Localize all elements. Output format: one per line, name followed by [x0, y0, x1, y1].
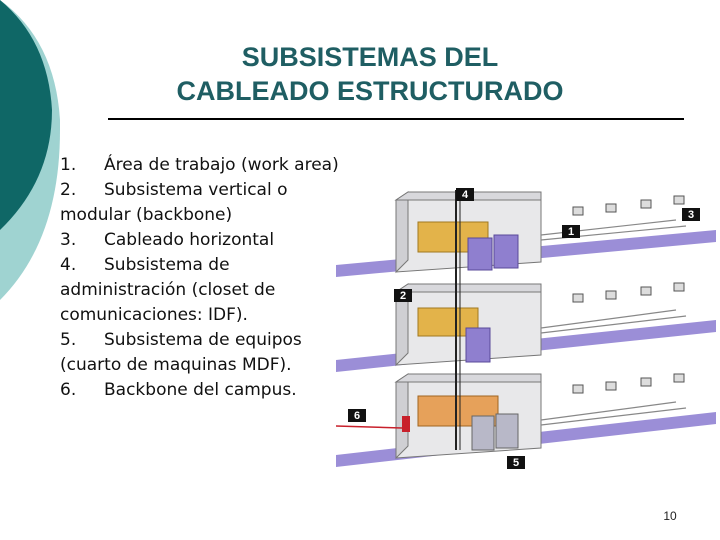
item-number: 1. — [60, 155, 77, 175]
svg-text:5: 5 — [513, 457, 519, 469]
subsystem-list: 1.Área de trabajo (work area) 2.Subsiste… — [60, 153, 350, 403]
equipment-rack — [467, 237, 493, 271]
page-number: 10 — [663, 509, 677, 523]
equipment-rack — [465, 327, 491, 363]
campus-backbone-cable — [336, 425, 403, 429]
svg-text:6: 6 — [354, 410, 360, 422]
badge-2: 2 — [394, 289, 412, 302]
item-text: Backbone del campus. — [104, 380, 297, 400]
svg-text:2: 2 — [400, 290, 406, 302]
title-divider — [108, 118, 684, 120]
decorative-accent-shape — [0, 0, 60, 300]
item-text: Área de trabajo (work area) — [104, 155, 339, 175]
list-item: 6. Backbone del campus. — [60, 378, 350, 403]
item-number: 5. — [60, 330, 77, 350]
work-area-workstations — [572, 195, 685, 394]
item-number: 4. — [60, 255, 77, 275]
equipment-rack — [471, 415, 495, 451]
list-item: 3. Cableado horizontal — [60, 228, 350, 253]
item-number: 3. — [60, 230, 77, 250]
badge-3: 3 — [682, 208, 700, 221]
list-item: 1. Área de trabajo (work area) — [60, 153, 350, 178]
item-text: Subsistema vertical o modular (backbone) — [60, 180, 288, 225]
badge-1: 1 — [562, 225, 580, 238]
svg-text:1: 1 — [568, 226, 574, 238]
item-text: Subsistema de administración (closet de … — [60, 255, 276, 325]
list-item: 2.Subsistema vertical o modular (backbon… — [60, 178, 350, 228]
floor-bottom — [394, 373, 542, 460]
item-number: 2. — [60, 180, 77, 200]
list-item: 5.Subsistema de equipos (cuarto de maqui… — [60, 328, 350, 378]
svg-text:4: 4 — [462, 189, 469, 201]
floor-top — [394, 191, 542, 274]
slide-title: SUBSISTEMAS DEL CABLEADO ESTRUCTURADO — [120, 40, 620, 108]
badge-5: 5 — [507, 456, 525, 469]
floor-middle — [394, 283, 542, 367]
title-line-1: SUBSISTEMAS DEL — [241, 42, 499, 72]
equipment-rack — [495, 413, 519, 449]
badge-4: 4 — [456, 188, 474, 201]
svg-text:3: 3 — [688, 209, 694, 221]
badge-6: 6 — [348, 409, 366, 422]
equipment-rack — [493, 234, 519, 269]
item-text: Cableado horizontal — [104, 230, 275, 250]
item-text: Subsistema de equipos (cuarto de maquina… — [60, 330, 302, 375]
building-cabling-diagram: 4 3 1 2 6 5 — [336, 188, 716, 469]
item-number: 6. — [60, 380, 77, 400]
campus-entrance-box — [402, 416, 410, 432]
list-item: 4.Subsistema de administración (closet d… — [60, 253, 350, 328]
title-line-2: CABLEADO ESTRUCTURADO — [176, 76, 564, 106]
